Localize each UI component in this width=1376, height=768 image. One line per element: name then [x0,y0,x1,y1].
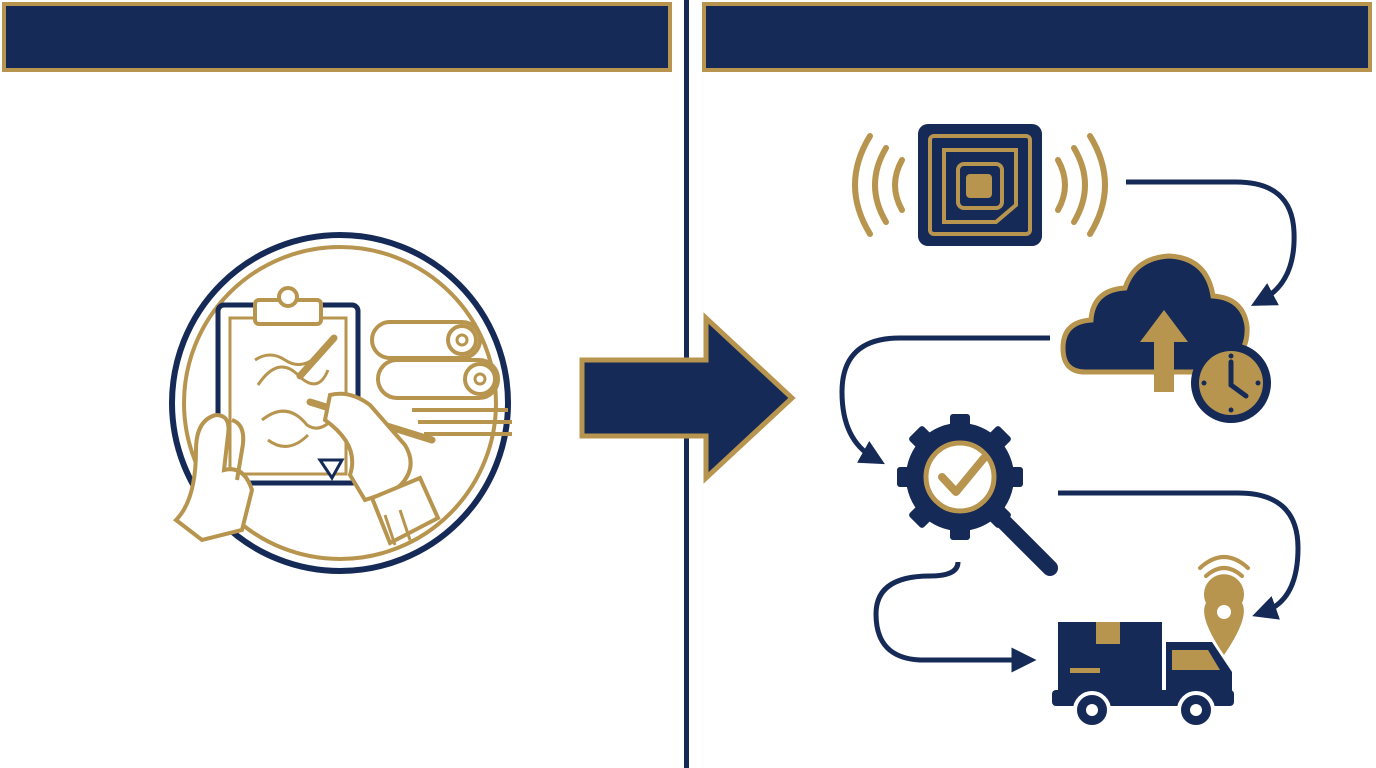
cloud-upload-clock-icon [1060,253,1271,423]
curved-arrow-1-icon [1126,179,1297,306]
right-panel-banner [702,2,1372,72]
curved-arrow-3-icon [1058,490,1301,620]
left-panel-banner [2,2,672,72]
gear-check-magnifier-icon [897,414,1058,576]
clipboard-icon [215,286,361,486]
curved-arrow-4-icon [873,561,1037,673]
delivery-truck-location-icon [1052,555,1250,729]
rfid-tag-icon [852,124,1108,246]
writing-hand-icon [322,391,441,546]
right-arrow-icon [579,312,796,484]
holding-hand-icon [172,412,255,543]
curved-arrow-2-icon [839,335,1050,465]
manual-paperwork-icon [169,232,512,574]
paper-rolls-icon [370,320,512,436]
